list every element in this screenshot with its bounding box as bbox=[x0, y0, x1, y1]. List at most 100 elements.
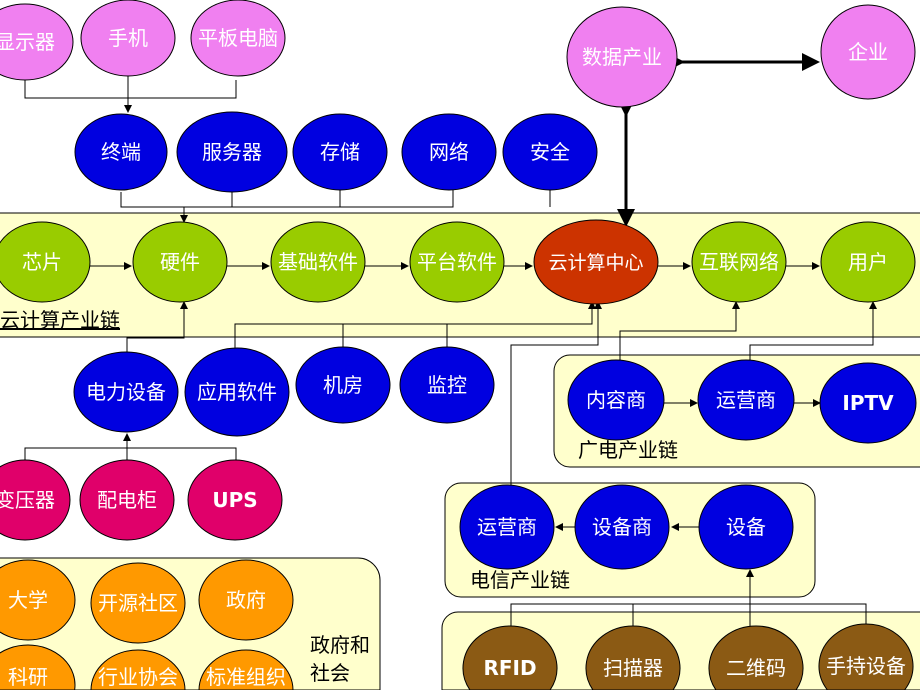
node-user: 用户 bbox=[820, 221, 916, 303]
node-label: 电力设备 bbox=[86, 380, 166, 404]
node-label: 用户 bbox=[848, 250, 888, 274]
node-label: 大学 bbox=[8, 588, 48, 612]
node-ellipse bbox=[132, 221, 228, 303]
node-label: 云计算中心 bbox=[548, 252, 643, 274]
node-label: 内容商 bbox=[586, 388, 646, 412]
node-label: 数据产业 bbox=[582, 45, 662, 69]
node-standards-org: 标准组织 bbox=[198, 649, 294, 690]
node-label: 企业 bbox=[848, 40, 888, 64]
node-label: 安全 bbox=[530, 140, 570, 164]
node-label: 监控 bbox=[427, 373, 467, 397]
node-ellipse bbox=[697, 359, 795, 441]
node-university: 大学 bbox=[0, 559, 76, 641]
node-ellipse bbox=[0, 459, 71, 541]
node-label: 服务器 bbox=[202, 140, 262, 164]
node-base-software: 基础软件 bbox=[270, 221, 366, 303]
node-label: 运营商 bbox=[716, 388, 776, 412]
node-label: 变压器 bbox=[0, 488, 55, 512]
node-ellipse bbox=[818, 623, 914, 690]
node-ellipse bbox=[90, 649, 186, 690]
node-qr-code: 二维码 bbox=[708, 625, 804, 690]
node-platform-software: 平台软件 bbox=[409, 221, 505, 303]
node-industry-assoc: 行业协会 bbox=[90, 649, 186, 690]
node-research: 科研 bbox=[0, 644, 76, 690]
node-ellipse bbox=[187, 459, 283, 541]
node-label: 运营商 bbox=[477, 515, 537, 539]
node-label: 显示器 bbox=[0, 30, 55, 54]
node-ellipse bbox=[462, 625, 558, 690]
node-ellipse bbox=[574, 484, 670, 570]
node-ellipse bbox=[292, 113, 388, 191]
gov-society-label-2: 社会 bbox=[310, 661, 350, 685]
node-network: 网络 bbox=[401, 113, 497, 191]
node-ellipse bbox=[459, 484, 555, 570]
node-ellipse bbox=[567, 359, 665, 441]
node-label: 二维码 bbox=[726, 656, 786, 680]
node-label: 标准组织 bbox=[206, 665, 286, 689]
node-storage: 存储 bbox=[292, 113, 388, 191]
node-ellipse bbox=[80, 0, 176, 77]
node-tel-operator: 运营商 bbox=[459, 484, 555, 570]
node-label: 存储 bbox=[320, 140, 360, 164]
node-tablet: 平板电脑 bbox=[190, 0, 286, 77]
node-transformer: 变压器 bbox=[0, 459, 71, 541]
node-ellipse bbox=[184, 347, 290, 437]
node-ellipse bbox=[820, 4, 916, 100]
node-label: 平台软件 bbox=[417, 250, 497, 274]
node-ellipse bbox=[399, 346, 495, 424]
node-machine-room: 机房 bbox=[295, 346, 391, 424]
node-ellipse bbox=[401, 113, 497, 191]
node-display: 显示器 bbox=[0, 3, 74, 81]
node-label: 配电柜 bbox=[97, 488, 157, 512]
node-rfid: RFID bbox=[462, 625, 558, 690]
node-ellipse bbox=[691, 221, 787, 303]
node-equipment-vendor: 设备商 bbox=[574, 484, 670, 570]
node-scanner: 扫描器 bbox=[585, 625, 681, 690]
node-data-industry: 数据产业 bbox=[566, 6, 678, 108]
node-chip: 芯片 bbox=[0, 221, 91, 303]
node-label: 应用软件 bbox=[197, 380, 277, 404]
node-ellipse bbox=[198, 649, 294, 690]
node-label: 网络 bbox=[429, 140, 469, 164]
node-ellipse bbox=[176, 111, 288, 193]
node-power-equipment: 电力设备 bbox=[73, 351, 179, 433]
node-ellipse bbox=[585, 625, 681, 690]
node-ellipse bbox=[79, 459, 175, 541]
node-label: 硬件 bbox=[160, 250, 200, 274]
node-monitoring: 监控 bbox=[399, 346, 495, 424]
node-label: 设备商 bbox=[592, 515, 652, 539]
node-ellipse bbox=[270, 221, 366, 303]
gov-society-label-1: 政府和 bbox=[310, 633, 370, 657]
node-label: 扫描器 bbox=[603, 656, 663, 680]
node-enterprise: 企业 bbox=[820, 4, 916, 100]
node-internet: 互联网络 bbox=[691, 221, 787, 303]
node-label: 互联网络 bbox=[699, 250, 779, 274]
node-security: 安全 bbox=[502, 113, 598, 191]
node-equipment: 设备 bbox=[698, 484, 794, 570]
node-label: 手机 bbox=[108, 26, 148, 50]
node-label: 平板电脑 bbox=[198, 26, 278, 50]
node-label: 芯片 bbox=[22, 250, 62, 274]
node-ellipse bbox=[190, 0, 286, 77]
node-label: 行业协会 bbox=[98, 665, 178, 689]
node-ellipse bbox=[0, 559, 76, 641]
node-phone: 手机 bbox=[80, 0, 176, 77]
node-ellipse bbox=[0, 3, 74, 81]
node-app-software: 应用软件 bbox=[184, 347, 290, 437]
node-label: 手持设备 bbox=[826, 654, 906, 678]
node-handheld: 手持设备 bbox=[818, 623, 914, 690]
node-label: 机房 bbox=[323, 373, 363, 397]
node-ellipse bbox=[198, 559, 294, 641]
node-label: 开源社区 bbox=[98, 591, 178, 615]
node-server: 服务器 bbox=[176, 111, 288, 193]
node-iptv: IPTV bbox=[819, 362, 917, 444]
node-ellipse bbox=[74, 113, 168, 191]
node-label: 科研 bbox=[8, 665, 48, 689]
node-ellipse bbox=[819, 362, 917, 444]
node-ellipse bbox=[502, 113, 598, 191]
node-ellipse bbox=[708, 625, 804, 690]
node-label: IPTV bbox=[842, 391, 894, 415]
node-label: 基础软件 bbox=[278, 250, 358, 274]
node-label: 设备 bbox=[726, 515, 766, 539]
